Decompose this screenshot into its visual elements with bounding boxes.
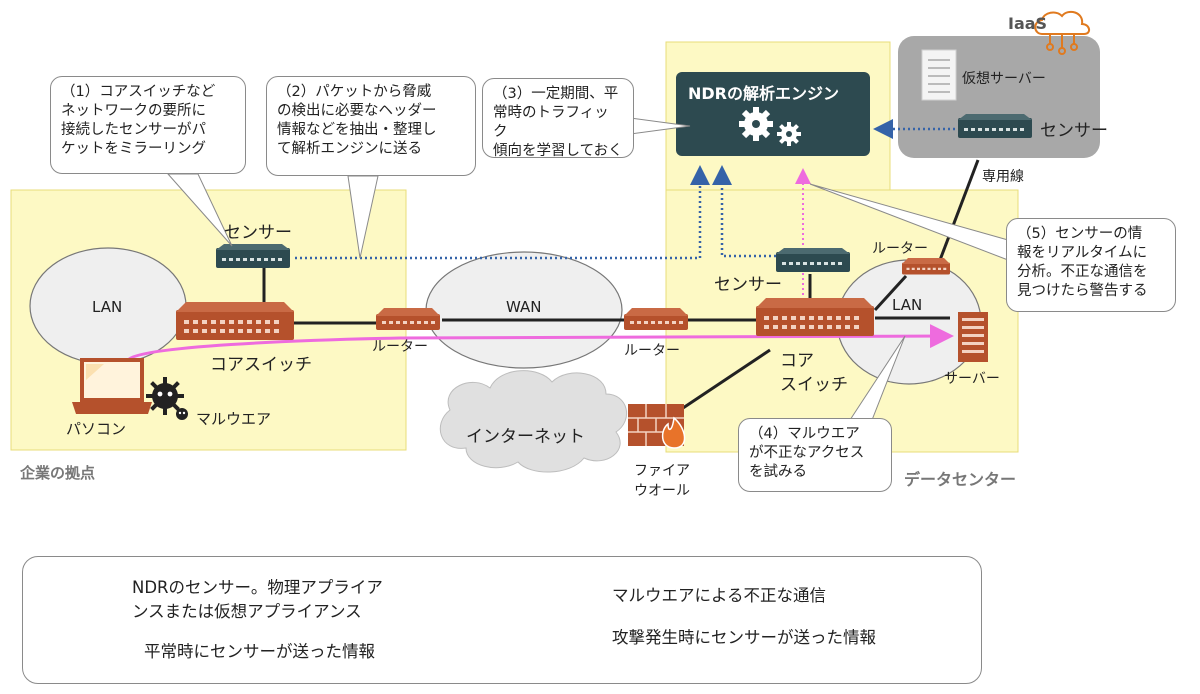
callout-5-line: 報をリアルタイムに — [1017, 245, 1148, 261]
callout-2-line: 情報などを抽出・整理し — [277, 122, 437, 138]
router-dc-label: ルーター — [872, 241, 928, 257]
pc-label: パソコン — [66, 420, 127, 438]
laptop-icon — [72, 358, 152, 414]
wan-label: WAN — [506, 298, 542, 316]
callout-1: （1）コアスイッチなど ネットワークの要所に 接続したセンサーがパ ケットをミラ… — [50, 76, 246, 174]
legend-sensor-label-2: ンスまたは仮想アプライアンス — [132, 602, 362, 621]
lan-right-label: LAN — [892, 296, 923, 314]
sensor-dc-icon — [776, 248, 850, 272]
legend-normal-flow-label: 平常時にセンサーが送った情報 — [144, 642, 375, 661]
callout-5-line: （5）センサーの情 — [1017, 226, 1143, 242]
iaas-cloud-icon — [1034, 10, 1090, 55]
core-switch-enterprise-label: コアスイッチ — [210, 355, 312, 375]
callout-4-line: が不正なアクセス — [749, 445, 865, 461]
callout-2-line: の検出に必要なヘッダー — [277, 103, 437, 119]
sensor-enterprise-label: センサー — [224, 223, 292, 243]
callout-5-line: 分析。不正な通信を — [1017, 264, 1148, 280]
virtual-server-icon — [921, 49, 957, 101]
callout-3-line: 傾向を学習しておく — [493, 143, 623, 159]
core-switch-dc-label-2: スイッチ — [780, 375, 848, 395]
ndr-engine — [676, 72, 870, 156]
callout-3: （3）一定期間、平 常時のトラフィック 傾向を学習しておく — [482, 78, 634, 159]
iaas-label: IaaS — [1008, 14, 1048, 33]
router-wan-icon — [624, 308, 688, 330]
sensor-enterprise-icon — [216, 244, 290, 268]
ndr-engine-label: NDRの解析エンジン — [688, 84, 839, 103]
datacenter-region-label: データセンター — [904, 470, 1017, 489]
callout-2: （2）パケットから脅威 の検出に必要なヘッダー 情報などを抽出・整理し て解析エ… — [266, 76, 476, 176]
virtual-server-label: 仮想サーバー — [962, 71, 1046, 87]
firewall-icon — [628, 404, 686, 449]
callout-4-line: （4）マルウエア — [749, 426, 860, 442]
callout-4: （4）マルウエア が不正なアクセス を試みる — [738, 418, 892, 492]
normal-flow-enterprise — [295, 165, 710, 260]
router-enterprise-label: ルーター — [372, 339, 428, 355]
server-icon — [958, 312, 988, 362]
sensor-iaas-label: センサー — [1040, 121, 1108, 141]
callout-2-line: て解析エンジンに送る — [277, 141, 422, 157]
callout-5: （5）センサーの情 報をリアルタイムに 分析。不正な通信を 見つけたら警告する — [1006, 218, 1176, 312]
firewall-label-2: ウオール — [634, 483, 690, 499]
sensor-iaas-icon — [958, 114, 1032, 138]
core-switch-dc-icon — [756, 298, 874, 336]
legend-sensor-label-1: NDRのセンサー。物理アプライア — [132, 578, 383, 597]
malware-icon — [146, 377, 188, 420]
malware-label: マルウエア — [196, 410, 272, 428]
callout-3-line: 常時のトラフィック — [493, 105, 609, 140]
legend-attack-flow-label: 攻撃発生時にセンサーが送った情報 — [612, 628, 876, 647]
internet-cloud — [439, 370, 627, 473]
malware-flow-line — [126, 324, 954, 362]
router-wan-label: ルーター — [624, 343, 680, 359]
sensor-dc-label: センサー — [714, 275, 782, 295]
callout-1-line: ネットワークの要所に — [61, 103, 206, 119]
callout-1-line: ケットをミラーリング — [61, 141, 206, 157]
callout-3-line: （3）一定期間、平 — [493, 86, 619, 102]
router-dc-icon — [902, 258, 950, 275]
enterprise-region-label: 企業の拠点 — [20, 464, 96, 482]
legend-malware-flow-label: マルウエアによる不正な通信 — [612, 586, 827, 605]
dedicated-line-label: 専用線 — [982, 169, 1024, 185]
normal-flow-datacenter — [712, 165, 776, 258]
core-switch-dc-label-1: コア — [780, 351, 814, 371]
firewall-label-1: ファイア — [634, 463, 690, 479]
callout-4-line: を試みる — [749, 464, 807, 480]
gears-icon — [739, 107, 801, 146]
router-enterprise-icon — [376, 308, 440, 330]
server-label: サーバー — [944, 371, 1000, 387]
callout-2-line: （2）パケットから脅威 — [277, 84, 432, 100]
callout-5-line: 見つけたら警告する — [1017, 283, 1148, 299]
legend — [22, 556, 982, 684]
callout-1-line: （1）コアスイッチなど — [61, 84, 216, 100]
lan-left-label: LAN — [92, 298, 123, 316]
core-switch-enterprise-icon — [176, 302, 294, 340]
callout-1-line: 接続したセンサーがパ — [61, 122, 206, 138]
internet-label: インターネット — [466, 427, 585, 447]
